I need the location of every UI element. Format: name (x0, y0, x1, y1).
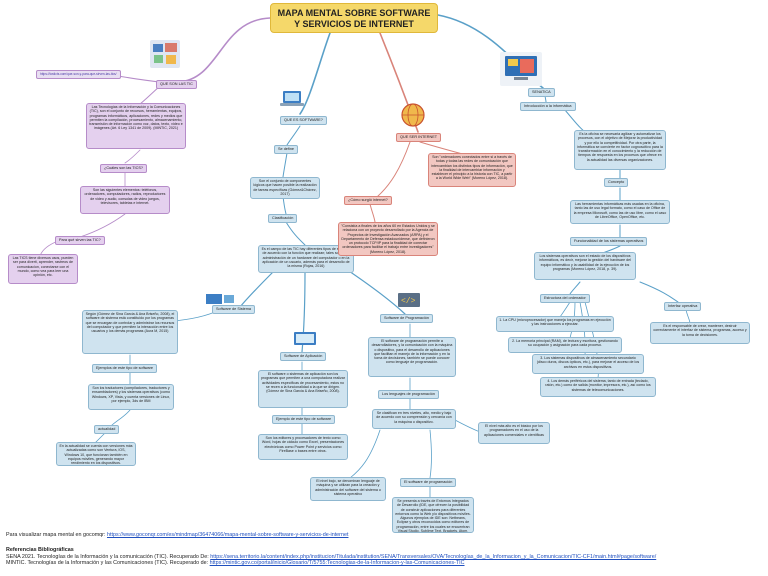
ide-label: El software de programación (400, 478, 457, 487)
current-text: En la actualidad se cuenta con versiones… (56, 442, 136, 466)
edge-tic-q2 (79, 213, 126, 238)
system-examples: Son los traductores (compiladores, tradu… (88, 384, 174, 410)
languages-text: Se clasifican en tres niveles, alto, med… (372, 409, 456, 429)
system-software-text: Según (Gómez de Sina Garcia & Ana Briseñ… (82, 310, 178, 354)
edge-title-software (299, 32, 331, 115)
map-title: MAPA MENTAL SOBRE SOFTWARE Y SERVICIOS D… (270, 3, 438, 33)
languages-low-level: El nivel bajo, se denominan lenguaje de … (310, 477, 386, 501)
edge-sw-system (239, 269, 276, 308)
ide-text: Se presenta a través de Entornos Integra… (392, 497, 474, 533)
edge-sw-def (282, 152, 288, 178)
tic-heading: QUE SON LAS TIC (156, 80, 197, 89)
edge-sys-current (111, 409, 131, 426)
edge-st-1 (559, 301, 571, 318)
reference-2: MINTIC. Tecnologías de la Información y … (6, 560, 762, 566)
edge-os-user (639, 281, 679, 303)
edge-int-q (377, 141, 411, 197)
os-structure-3: 3. Los sistemas dispositivos de almacena… (532, 354, 644, 374)
application-software-text: El software o sistemas de aplicación son… (258, 370, 348, 408)
programming-software-label: Software de Programación (380, 314, 433, 323)
edge-lang-high (454, 419, 481, 433)
tic-tools: Son las siguientes elementos: teléfonos,… (80, 186, 170, 214)
edge-sw-classtext (285, 221, 306, 246)
system-software-image (204, 292, 236, 306)
reference-1-link[interactable]: https://sena.territorio.la/content/index… (210, 553, 657, 560)
footer-view-line: Para visualizar mapa mental en gocomqr: … (6, 532, 762, 538)
edge-lang-ide (429, 429, 432, 479)
os-structure-2: 2. La memoria principal (RAM), de lectur… (508, 337, 622, 353)
os-structure-4: 4. Los demás periféricos del sistema, ta… (540, 377, 656, 397)
programming-software-image: </> (395, 290, 423, 310)
svg-text:</>: </> (401, 297, 416, 306)
languages-high-level: El nivel más alto es el básico por los p… (478, 422, 550, 444)
references-heading: Referencias Bibliográficas (6, 547, 74, 554)
tic-devices-image (150, 40, 180, 68)
footer: Para visualizar mapa mental en gocomqr: … (6, 532, 762, 567)
edge-sw-app (301, 271, 306, 353)
os-intro-label: Introducción a la informática (520, 102, 576, 111)
os-user-text: Es el responsable de crear, mantener, de… (650, 322, 750, 344)
languages-label: Los lenguajes de programación (378, 390, 439, 399)
reference-2-link[interactable]: https://mintic.gov.co/portal/inicio/Glos… (209, 560, 465, 567)
os-user-label: Interfaz operativa (664, 302, 702, 311)
application-examples: Son los editores y procesadores de texto… (258, 434, 348, 460)
internet-heading: QUE SER INTERNET (396, 133, 442, 142)
os-concept-text: Las herramientas informáticas más usadas… (570, 200, 670, 224)
software-classification-label: Clasificación (268, 214, 298, 223)
edge-lang-low (349, 429, 381, 479)
application-software-image (290, 330, 320, 348)
os-heading: SENATICA (528, 88, 555, 97)
tic-question-tools: ¿Cuáles son las TICS? (100, 164, 147, 173)
footer-view-link[interactable]: https://www.goconqr.com/es/mindmap/36474… (106, 532, 349, 538)
os-structure-label: Estructura del ordenador (540, 294, 590, 303)
os-screen-image (500, 52, 542, 86)
os-structure-1: 1. La CPU (microprocesador) que maneja l… (496, 316, 614, 332)
reference-1-text: SENA 2021. Tecnologías de la Información… (6, 553, 209, 560)
software-definition: Son el conjunto de componentes lógicos q… (250, 177, 320, 199)
edge-sw-define (286, 125, 301, 146)
edge-tic-def (139, 85, 161, 105)
system-software-label: Software de Sistema (212, 305, 256, 314)
os-functionality-text: Los sistemas operativos son el estado de… (534, 252, 636, 280)
internet-definition: Son "ordenadores conectados entre si a t… (428, 153, 516, 187)
os-functionality-label: Funcionalidad de los sistemas operativos (570, 237, 648, 246)
edge-tic-q1 (124, 149, 141, 164)
application-software-label: Software de Aplicación (280, 352, 327, 361)
internet-origin-question: ¿Cómo surgió internet? (344, 196, 392, 205)
tic-url[interactable]: https://losticts.com/que-son-y-para-que-… (36, 70, 121, 79)
edge-title-tic (177, 17, 271, 83)
internet-globe-image (398, 100, 428, 130)
system-examples-label: Ejemplos de este tipo de software (92, 364, 157, 373)
software-laptop-image (278, 88, 306, 110)
edge-int-origin (369, 203, 376, 223)
reference-1: SENA 2021. Tecnologías de la Información… (6, 554, 762, 560)
software-define-label: Se define (274, 145, 299, 154)
footer-view-text: Para visualizar mapa mental en gocomqr: (6, 532, 106, 538)
software-heading: QUE ES SOFTWARE? (280, 116, 327, 125)
current-label: actualidad (94, 425, 120, 434)
software-classification: Es el campo de las TIC hay diferentes ti… (258, 245, 354, 273)
internet-origin: "Consistía a finales de los años 60 en E… (338, 222, 438, 256)
os-definition: Es la oficina se necesaria agilizar y au… (574, 130, 666, 170)
tic-use: Las TICS tiene diversos usos, pueden ser… (8, 254, 78, 284)
edge-os-def (564, 109, 586, 133)
reference-2-text: MINTIC. Tecnologías de la Información y … (6, 560, 209, 567)
tic-definition: Las Tecnologías de la Información y la C… (86, 103, 186, 149)
programming-software-text: El software de programación permite a de… (368, 337, 456, 377)
tic-question-use: Para qué sirven las TIC? (55, 236, 105, 245)
application-examples-label: Ejemplo de este tipo de software (272, 415, 336, 424)
os-concept-label: Concepto (604, 178, 629, 187)
edge-os-struct (569, 281, 581, 295)
